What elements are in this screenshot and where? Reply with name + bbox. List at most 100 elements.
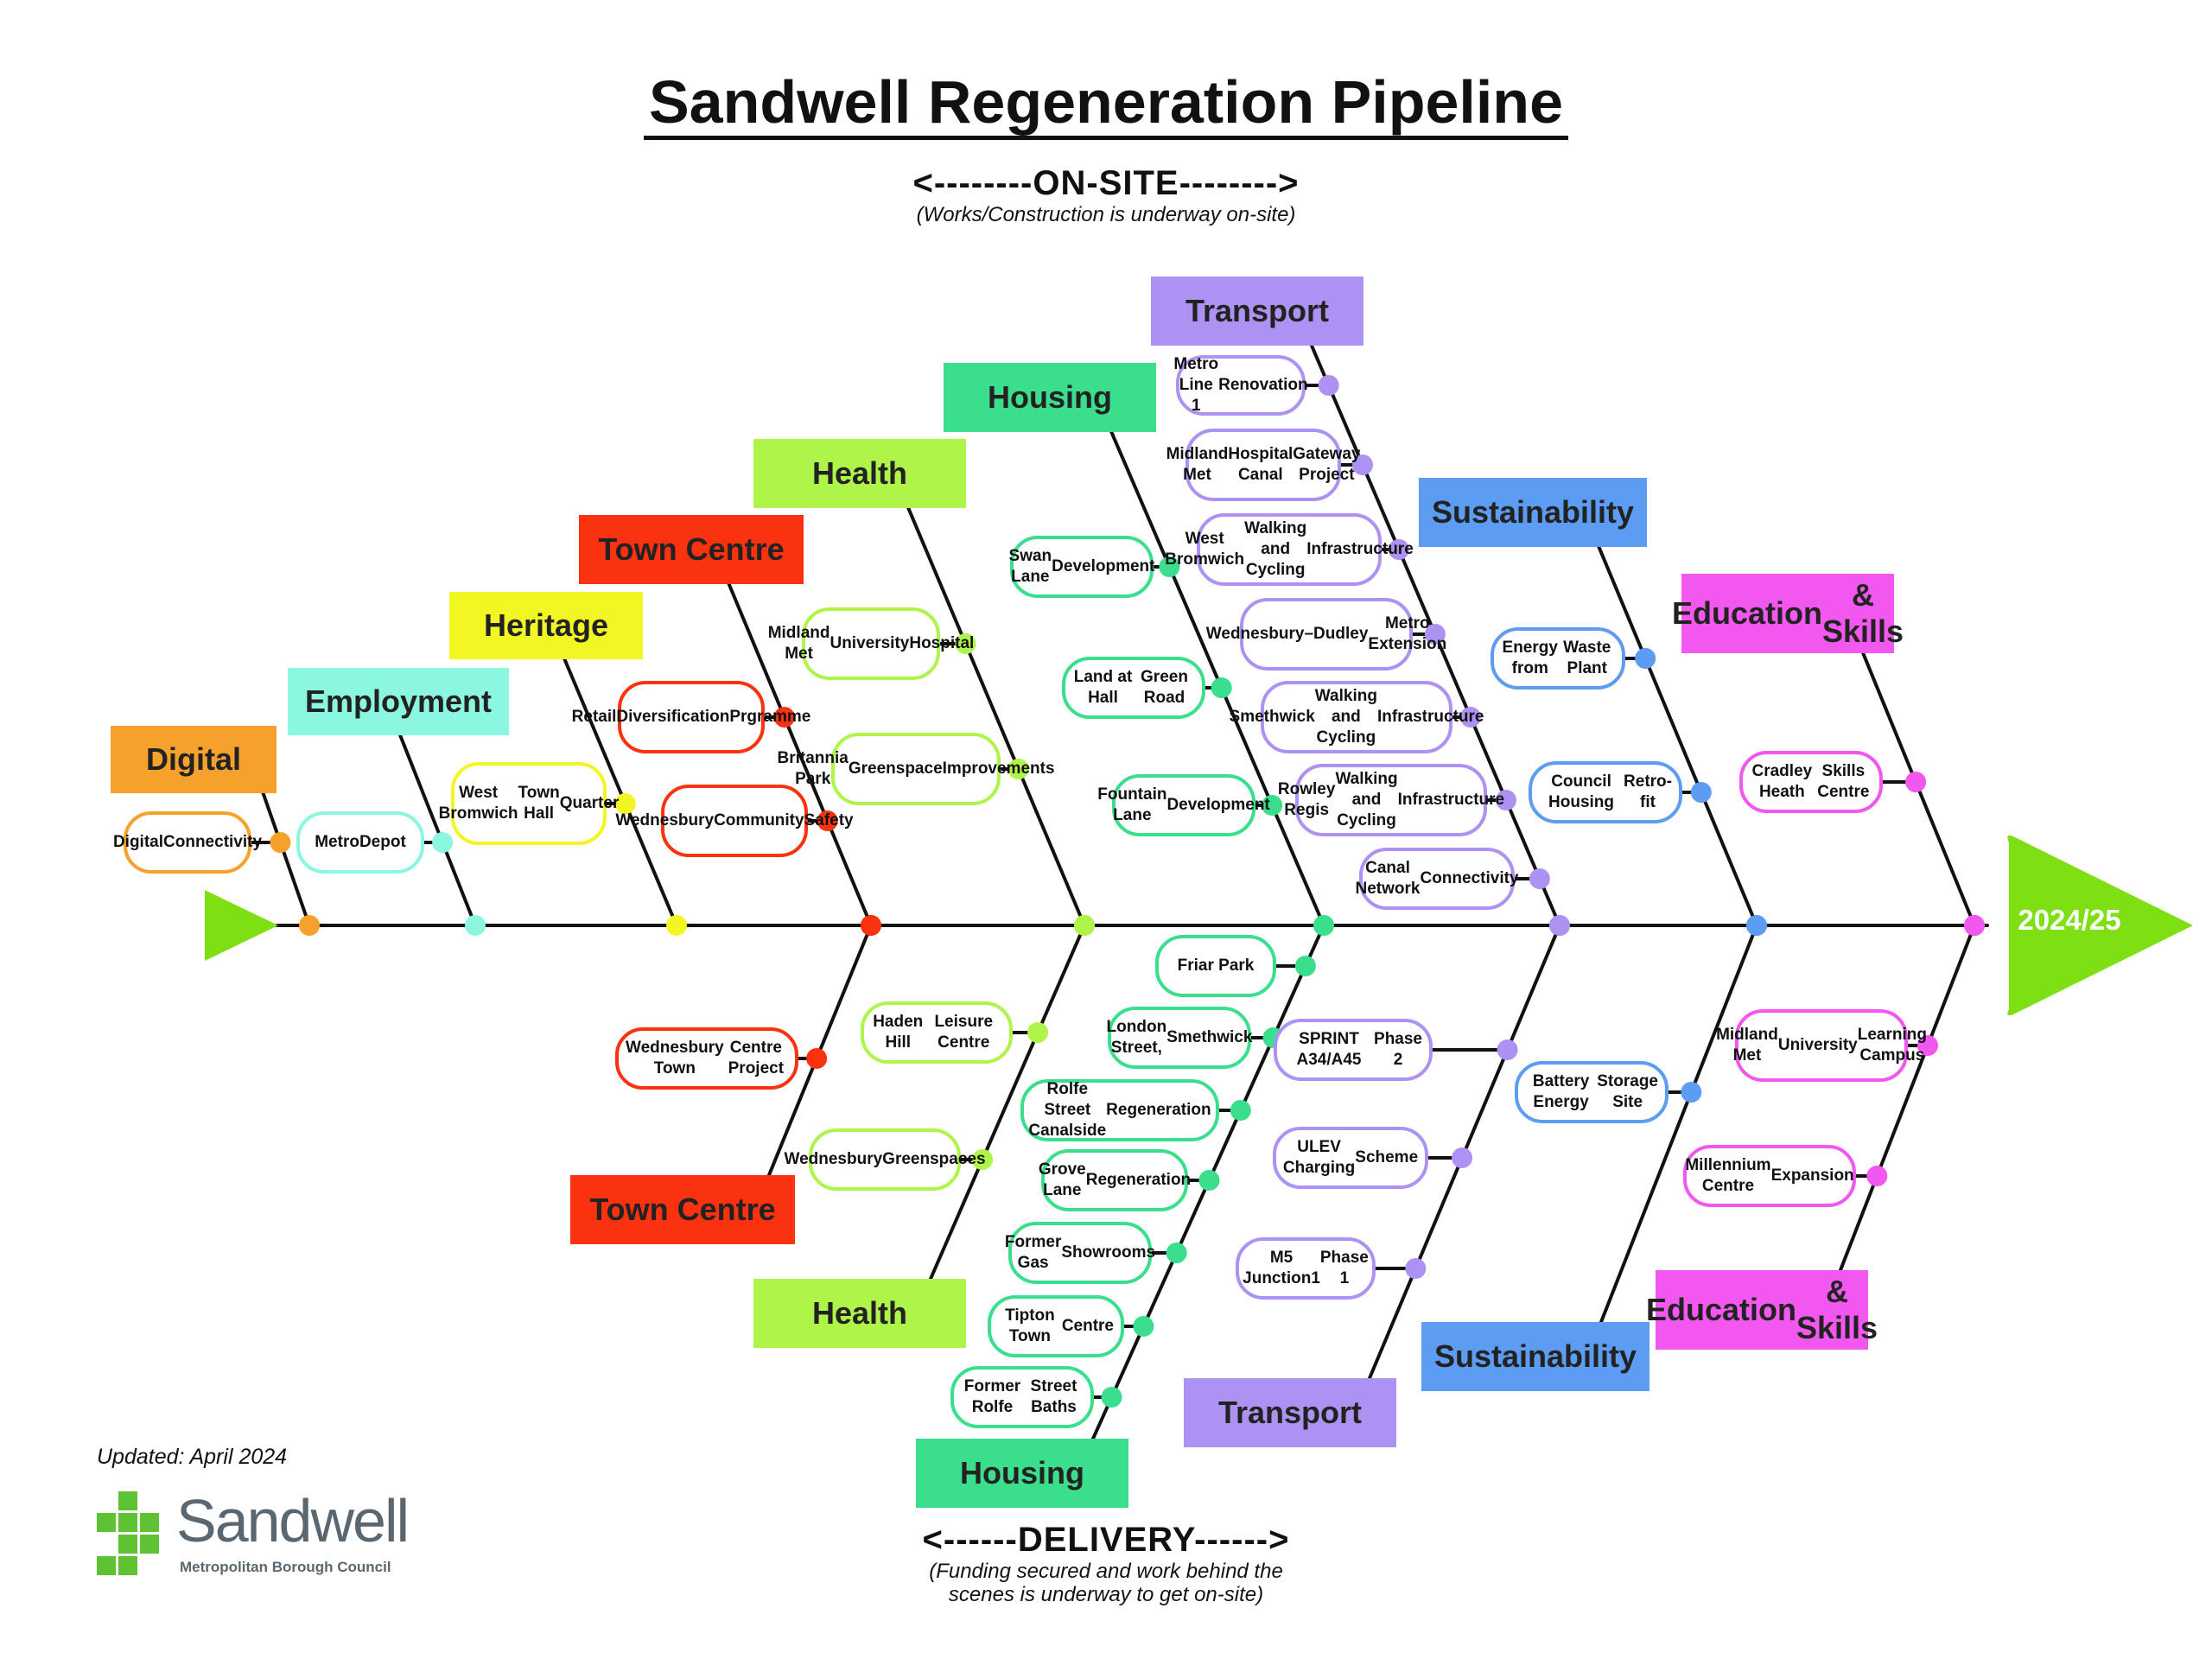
transport-top-item-node [1529,868,1550,889]
town-centre-top-category-text: Town Centre [598,531,785,567]
education-bottom-item-line: Expansion [1770,1166,1854,1185]
transport-top-item-line: Metro Extension [1368,614,1447,653]
education-bottom-spine-node [1964,915,1985,936]
sustainability-bottom-category-text: Sustainability [1433,1338,1637,1374]
sandwell-logo-tagline: Metropolitan Borough Council [180,1559,391,1575]
digital-spine-node [299,915,320,936]
transport-bottom-item-line: M5 Junction1 [1243,1249,1320,1287]
education-bottom-item-line: Millennium Centre [1685,1156,1771,1195]
health-top-item-line: Britannia Park [777,749,849,788]
town-centre-top-item-node [817,810,838,831]
education-top-item-line: Cradley Heath [1751,762,1813,801]
onsite-subtitle: (Works/Construction is underway on-site) [916,203,1296,226]
town-centre-bottom-category-text: Town Centre [589,1192,776,1227]
transport-top-item-node [1318,375,1339,396]
transport-bottom-category: Transport [1184,1378,1396,1447]
education-top-category: Education& Skills [1672,574,1904,653]
housing-bottom-category: Housing [916,1439,1128,1508]
sustainability-bottom-spine-node [1746,915,1767,936]
transport-bottom-item-line: Scheme [1355,1148,1419,1166]
transport-bottom-item-node [1452,1147,1473,1168]
town-centre-top-item-line: Prgramme [729,708,811,726]
transport-top-item-line: Hospital Canal [1228,445,1294,484]
employment-category-text: Employment [304,683,493,719]
transport-top-item-line: Infrastructure [1376,708,1484,726]
sustainability-bottom-item-node [1681,1082,1702,1103]
sustainability-bottom-item-line: Storage Site [1597,1072,1658,1111]
transport-top-item-line: Gateway Project [1293,445,1361,484]
heritage-item-node [614,793,636,814]
transport-top-item-line: Rowley Regis [1277,780,1336,819]
health-bottom-item-line: Greenspaces [882,1150,986,1168]
heritage-item-line: Quarter [559,794,620,812]
town-centre-top-item-line: Retail [571,708,617,726]
health-bottom-item-line: Leisure Centre [934,1013,994,1052]
digital-category: Digital [111,726,276,793]
health-top-item-line: Hospital [909,634,975,652]
sustainability-top-branch-line [1597,544,1758,927]
housing-top-item-line: Land at Hall [1073,668,1133,707]
transport-top-item-line: Smethwick [1229,708,1315,726]
heritage-category-text: Heritage [483,607,609,643]
transport-top-category-text: Transport [1185,293,1330,328]
sustainability-bottom-category: Sustainability [1421,1322,1649,1391]
town-centre-bottom-category: Town Centre [570,1175,795,1244]
education-bottom-item-line: University [1777,1036,1858,1054]
town-centre-bottom-item-line: Centre Project [728,1039,785,1077]
health-top-item-line: Improvements [942,760,1055,778]
housing-bottom-item: London Street,Smethwick [1106,1007,1253,1069]
transport-bottom-category-text: Transport [1217,1395,1363,1430]
housing-top-item-node [1211,677,1232,698]
onsite-band: <--------ON-SITE--------> (Works/Constru… [760,164,1452,226]
health-top-branch-line [906,504,1086,927]
transport-top-item-line: Canal Network [1355,859,1421,898]
sandwell-logo-mark [97,1491,162,1578]
housing-bottom-item-line: London Street, [1106,1018,1167,1057]
health-bottom-category: Health [753,1279,966,1348]
transport-bottom-item-line: SPRINT A34/A45 [1296,1030,1362,1069]
housing-top-item-node [1262,795,1283,816]
transport-top-item-line: Dudley [1313,625,1369,643]
sustainability-bottom-branch-line [1599,924,1758,1324]
education-bottom-branch-line [1839,924,1976,1272]
health-top-item-line: Greenspace [848,760,943,778]
transport-bottom-spine-node [1549,915,1570,936]
end-year-label: 2024/25 [2018,904,2121,936]
housing-bottom-item-line: Smethwick [1166,1028,1253,1046]
education-top-item-line: Skills Centre [1817,762,1870,801]
sandwell-logo: Sandwell Metropolitan Borough Council [97,1487,442,1586]
employment-spine-node [465,915,486,936]
housing-top-item-line: Development [1052,557,1155,575]
housing-bottom-item-line: Tipton Town [1005,1306,1055,1345]
health-top-item-line: University [830,634,910,652]
housing-bottom-item-line: Former Rolfe [963,1377,1021,1416]
education-bottom-category-text: & Skills [1796,1274,1878,1345]
health-bottom-item-node [1027,1022,1049,1043]
transport-top-item-line: Infrastructure [1306,540,1414,558]
town-centre-bottom-item-line: Wednesbury Town [626,1039,724,1077]
employment-category: Employment [288,668,509,735]
sustainability-top-item-line: Waste Plant [1563,639,1611,677]
sustainability-top-item-line: Council Housing [1548,772,1615,811]
education-bottom-item-node [1917,1035,1939,1056]
health-top-item-node [1007,759,1029,779]
housing-top-item-line: Swan Lane [1008,547,1052,586]
heritage-item-line: Town Hall [518,784,560,823]
health-bottom-branch-line [929,924,1086,1281]
employment-item-node [432,832,454,853]
housing-bottom-item-line: Grove Lane [1038,1160,1086,1199]
housing-bottom-item-line: Regeneration [1106,1101,1211,1119]
